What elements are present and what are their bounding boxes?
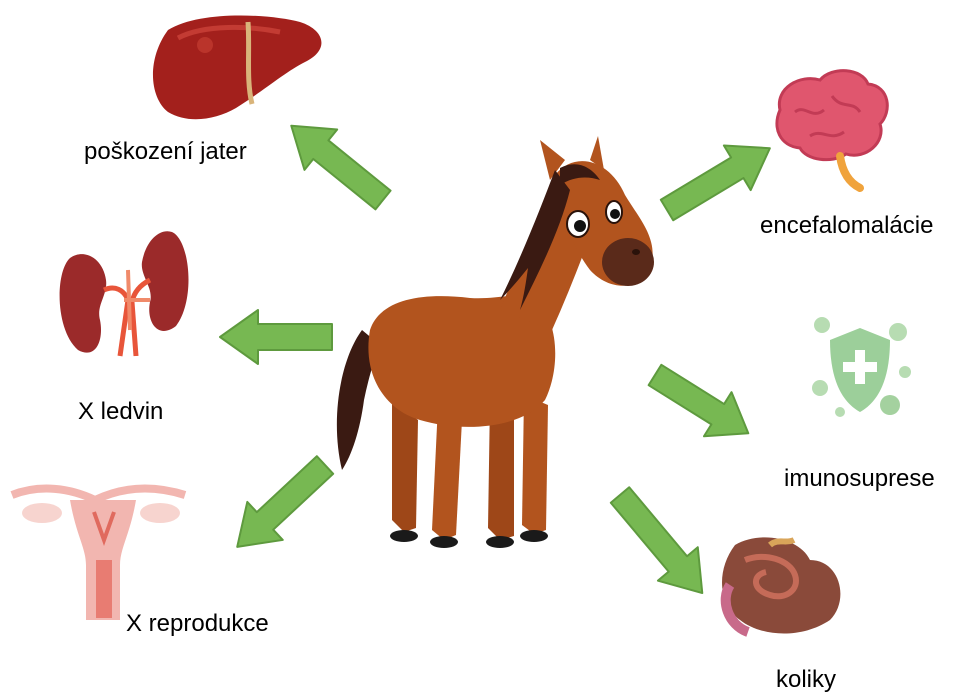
uterus-icon (12, 489, 185, 620)
label-immune: imunosuprese (784, 467, 935, 491)
label-colic: koliky (776, 668, 836, 692)
arrow-to-liver (275, 106, 399, 221)
label-reproduction: X reprodukce (126, 612, 269, 636)
brain-icon (777, 71, 887, 188)
label-brain: encefalomalácie (760, 214, 933, 238)
label-liver: poškození jater (84, 140, 247, 164)
arrow-to-reproduction (220, 446, 343, 566)
label-kidney: X ledvin (78, 400, 163, 424)
arrow-to-colic (600, 478, 722, 609)
immune-shield-icon (812, 317, 911, 417)
kidneys-icon (60, 231, 189, 356)
arrow-to-immune (641, 353, 762, 455)
intestines-icon (722, 537, 840, 633)
arrow-to-kidney (220, 310, 332, 364)
liver-icon (153, 15, 321, 119)
